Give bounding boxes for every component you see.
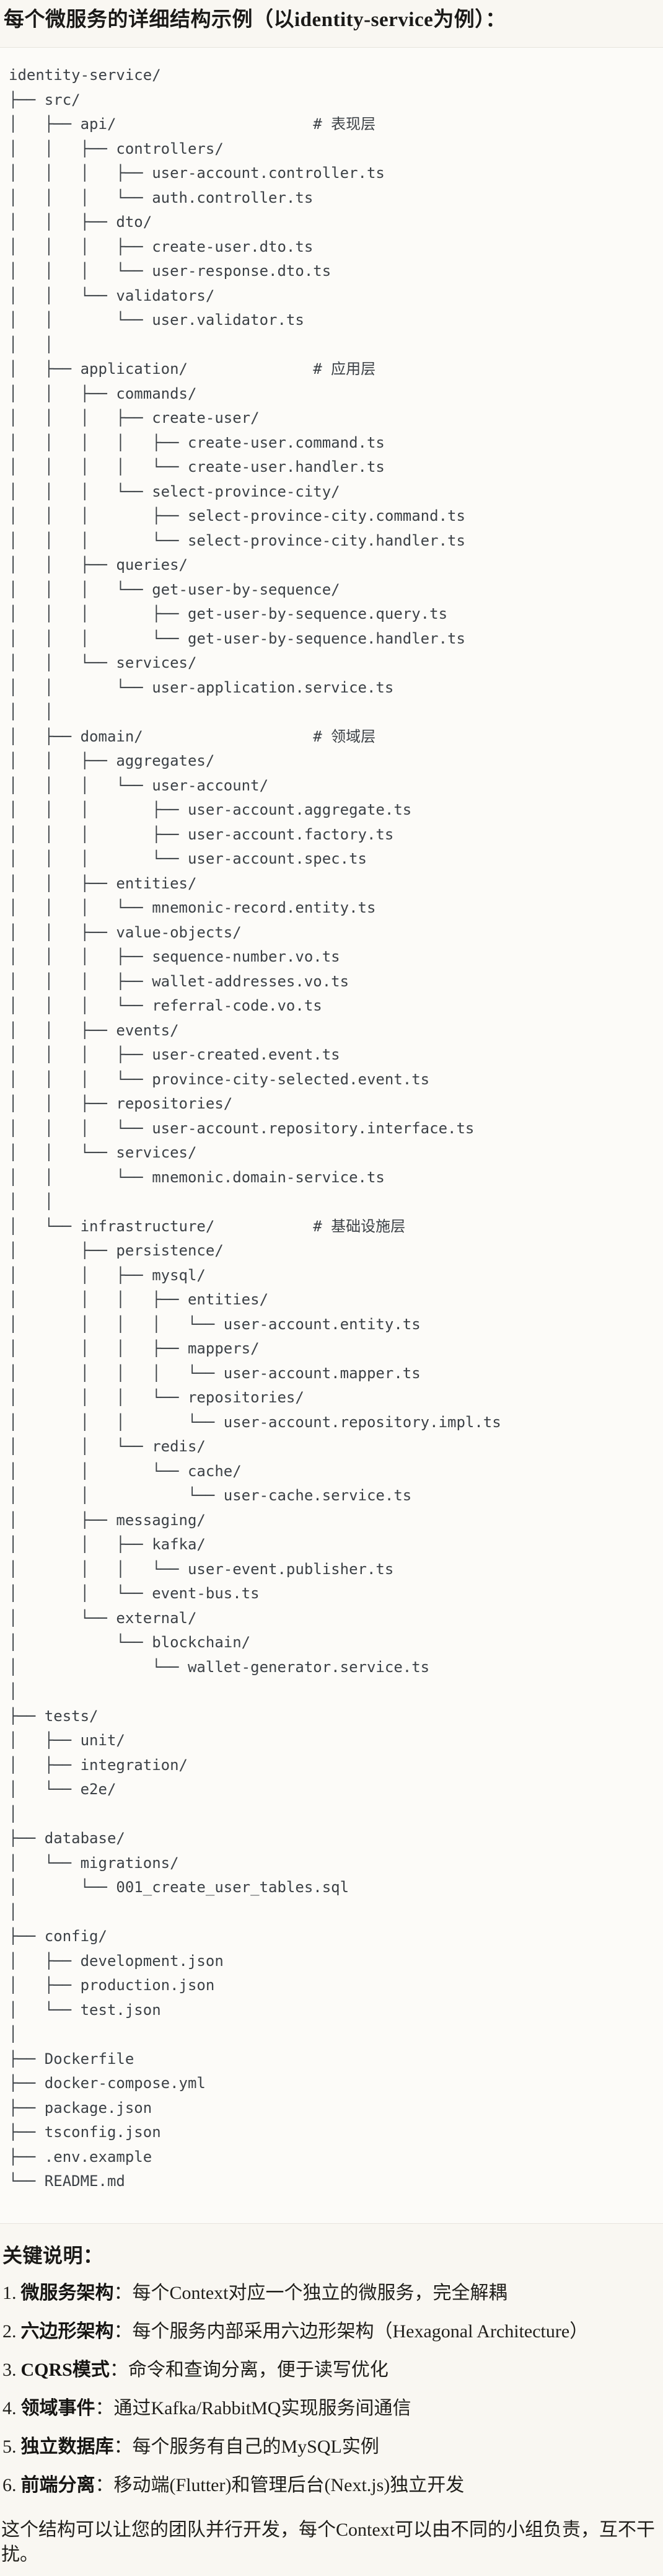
key-point-number: 1. xyxy=(2,2282,17,2303)
key-point-item: 5.独立数据库：每个服务有自己的MySQL实例 xyxy=(2,2435,663,2459)
key-point-text: ：每个服务有自己的MySQL实例 xyxy=(113,2436,379,2457)
key-point-number: 5. xyxy=(2,2436,17,2457)
file-tree-code-block: identity-service/ ├── src/ │ ├── api/ # … xyxy=(0,47,663,2224)
key-point-number: 3. xyxy=(2,2359,17,2380)
key-point-label: 前端分离 xyxy=(20,2474,95,2495)
key-notes-heading: 关键说明： xyxy=(2,2244,103,2267)
key-point-label: 微服务架构 xyxy=(20,2282,114,2303)
key-point-text: ：每个服务内部采用六边形架构（Hexagonal Architecture） xyxy=(113,2321,589,2342)
key-point-item: 2.六边形架构：每个服务内部采用六边形架构（Hexagonal Architec… xyxy=(2,2319,663,2344)
key-point-item: 6.前端分离：移动端(Flutter)和管理后台(Next.js)独立开发 xyxy=(2,2473,663,2498)
key-point-number: 4. xyxy=(2,2397,17,2419)
key-point-text: ：命令和查询分离，便于读写优化 xyxy=(109,2359,389,2380)
key-points-list: 1.微服务架构：每个Context对应一个独立的微服务，完全解耦 2.六边形架构… xyxy=(0,2281,663,2498)
file-tree: identity-service/ ├── src/ │ ├── api/ # … xyxy=(9,66,501,2190)
key-point-label: CQRS模式 xyxy=(20,2359,110,2380)
closing-paragraph: 这个结构可以让您的团队并行开发，每个Context可以由不同的小组负责，互不干扰… xyxy=(1,2519,655,2565)
key-point-item: 4.领域事件：通过Kafka/RabbitMQ实现服务间通信 xyxy=(2,2396,663,2421)
key-point-number: 2. xyxy=(2,2321,17,2342)
key-point-text: ：移动端(Flutter)和管理后台(Next.js)独立开发 xyxy=(95,2474,465,2495)
key-point-label: 领域事件 xyxy=(20,2397,95,2419)
key-point-label: 独立数据库 xyxy=(20,2436,114,2457)
key-point-item: 3.CQRS模式：命令和查询分离，便于读写优化 xyxy=(2,2358,663,2383)
key-point-text: ：每个Context对应一个独立的微服务，完全解耦 xyxy=(113,2282,507,2303)
key-point-label: 六边形架构 xyxy=(20,2321,114,2342)
page-title: 每个微服务的详细结构示例（以identity-service为例）： xyxy=(4,9,506,31)
key-point-number: 6. xyxy=(2,2474,17,2495)
key-point-text: ：通过Kafka/RabbitMQ实现服务间通信 xyxy=(95,2397,411,2419)
key-point-item: 1.微服务架构：每个Context对应一个独立的微服务，完全解耦 xyxy=(2,2281,663,2306)
